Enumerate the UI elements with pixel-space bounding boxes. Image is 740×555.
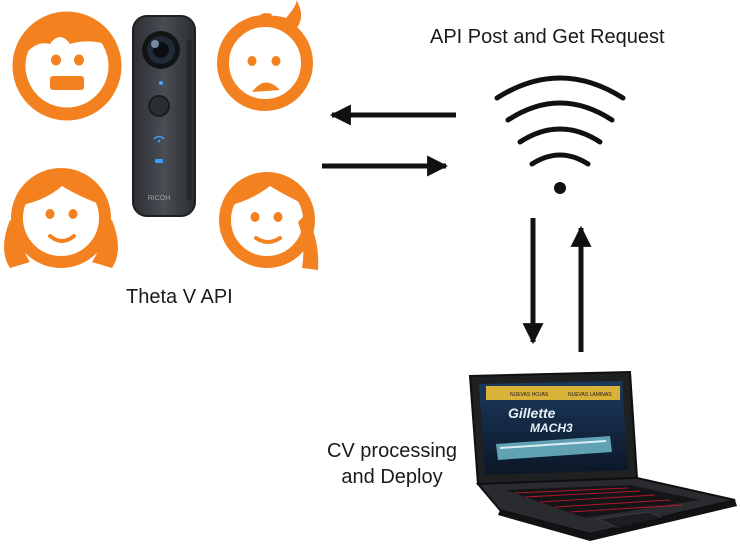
face-icon-girl-bottom-left (4, 168, 118, 268)
cv-processing-label: CV processing and Deploy (312, 438, 472, 490)
face-icon-sad-top-right (217, 0, 313, 111)
shutter-button-icon (148, 95, 170, 117)
ad-tag-left: NUEVAS HOJAS (510, 392, 549, 398)
face-icon-girl-bottom-right (219, 172, 319, 270)
cv-label-line-1: CV processing (326, 440, 458, 462)
camera-brand-text: RICOH (148, 195, 171, 202)
face-icon-boy-top-left (12, 11, 122, 121)
theta-api-label: Theta V API (126, 286, 233, 308)
ad-tag-right: NUEVAS LÁMINAS (568, 391, 612, 398)
ad-brand-text: Gillette (508, 405, 556, 421)
ad-product-text: MACH3 (530, 421, 573, 435)
wifi-indicator-icon (153, 135, 165, 143)
api-request-label: API Post and Get Request (430, 26, 665, 48)
mode-indicator-icon (155, 159, 163, 163)
wifi-icon (494, 75, 626, 194)
cv-label-line-2: and Deploy (341, 466, 443, 488)
theta-camera-image: RICOH (132, 15, 196, 217)
laptop-image: NUEVAS HOJAS NUEVAS LÁMINAS Gillette MAC… (468, 370, 737, 541)
camera-lens-icon (142, 31, 180, 69)
keyboard (505, 485, 700, 518)
